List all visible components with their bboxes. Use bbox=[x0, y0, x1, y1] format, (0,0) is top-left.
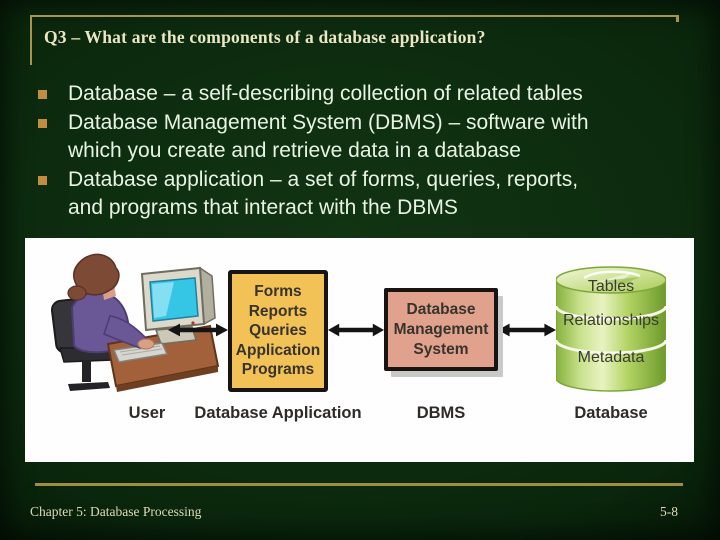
bullet-item: Database Management System (DBMS) – soft… bbox=[37, 109, 687, 166]
bullet-square-icon bbox=[38, 90, 47, 99]
user-at-computer-icon bbox=[50, 253, 220, 392]
label-database-application: Database Application bbox=[194, 404, 362, 422]
database-application-box-text: Forms Reports Queries Application Progra… bbox=[235, 283, 321, 379]
bullet-item: Database – a self-describing collection … bbox=[37, 80, 687, 109]
footer-page-number: 5-8 bbox=[660, 504, 678, 519]
double-arrow-icon bbox=[498, 323, 556, 337]
cylinder-item-tables: Tables bbox=[587, 278, 635, 295]
bullet-square-icon bbox=[38, 118, 47, 128]
title-border-frame: Q3 – What are the components of a databa… bbox=[30, 15, 679, 65]
label-user: User bbox=[128, 404, 166, 422]
bullet-square-icon bbox=[38, 175, 47, 185]
bullet-text: Database Management System (DBMS) – soft… bbox=[68, 110, 589, 163]
double-arrow-icon bbox=[328, 323, 384, 337]
label-dbms: DBMS bbox=[416, 404, 466, 422]
bullet-text: Database – a self-describing collection … bbox=[68, 82, 583, 105]
cylinder-item-relationships: Relationships bbox=[562, 312, 660, 329]
dbms-box-text: Database Management System bbox=[393, 300, 489, 358]
cylinder-item-metadata: Metadata bbox=[577, 349, 645, 366]
footer-divider bbox=[35, 483, 683, 486]
database-cylinder-icon bbox=[556, 266, 666, 392]
slide-title: Q3 – What are the components of a databa… bbox=[44, 27, 486, 47]
dbms-box: Database Management System bbox=[384, 288, 498, 371]
bullet-text: Database application – a set of forms, q… bbox=[68, 167, 579, 220]
diagram-panel: Forms Reports Queries Application Progra… bbox=[25, 238, 694, 462]
label-database: Database bbox=[574, 404, 648, 422]
bullet-item: Database application – a set of forms, q… bbox=[37, 166, 687, 223]
database-application-box: Forms Reports Queries Application Progra… bbox=[228, 270, 328, 392]
bullet-list: Database – a self-describing collection … bbox=[37, 80, 687, 223]
double-arrow-icon bbox=[168, 323, 228, 337]
footer-chapter-text: Chapter 5: Database Processing bbox=[30, 504, 202, 519]
